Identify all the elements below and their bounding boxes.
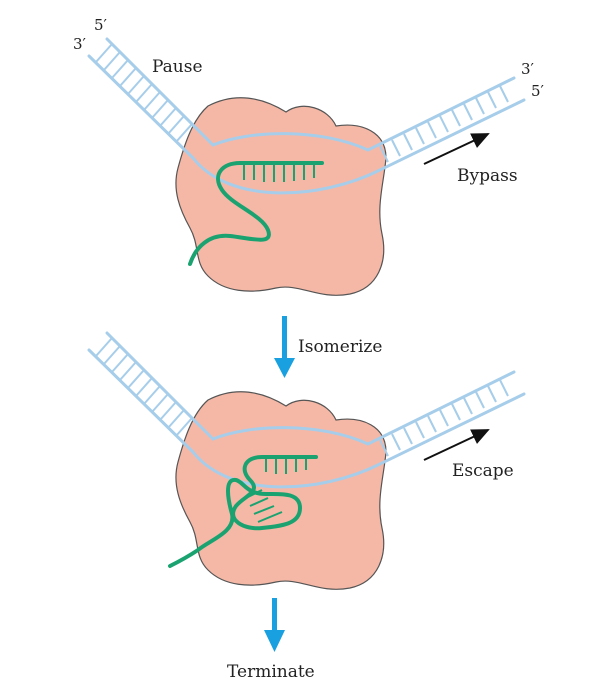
- down-arrow-icon: [274, 358, 295, 378]
- rna-bottom-hairpin: [168, 455, 318, 568]
- escape-arrow: [423, 429, 490, 461]
- label-bypass: Bypass: [457, 166, 518, 186]
- dna-upstream-top: [87, 37, 215, 160]
- label-3prime-top: 3′: [73, 35, 87, 53]
- label-escape: Escape: [452, 461, 514, 481]
- bottom-panel: Escape: [87, 331, 526, 590]
- label-isomerize: Isomerize: [298, 337, 382, 357]
- bubble-nontemplate-top: [191, 156, 382, 195]
- terminate-step: Terminate: [227, 598, 315, 682]
- bubble-template-bottom: [211, 426, 370, 446]
- dna-upstream-bottom: [87, 331, 215, 454]
- bypass-arrow: [423, 133, 490, 165]
- bubble-template-top: [211, 132, 370, 152]
- bubble-nontemplate-bottom: [191, 450, 382, 489]
- rna-top: [188, 161, 324, 266]
- label-5prime-top: 5′: [94, 16, 108, 34]
- dna-rungs: [95, 43, 193, 143]
- dna-downstream-top: [366, 76, 526, 172]
- polymerase-bottom: [175, 391, 387, 590]
- dna-downstream-bottom: [366, 370, 526, 466]
- label-3prime-right: 3′: [521, 60, 535, 78]
- isomerize-step: Isomerize: [274, 316, 382, 378]
- label-5prime-right: 5′: [531, 82, 545, 100]
- label-terminate: Terminate: [227, 662, 315, 682]
- top-panel: 5′ 3′ Pause 3′ 5′ Bypass: [73, 16, 545, 296]
- label-pause: Pause: [152, 57, 203, 77]
- polymerase-top: [175, 97, 387, 296]
- down-arrow-icon: [264, 630, 285, 652]
